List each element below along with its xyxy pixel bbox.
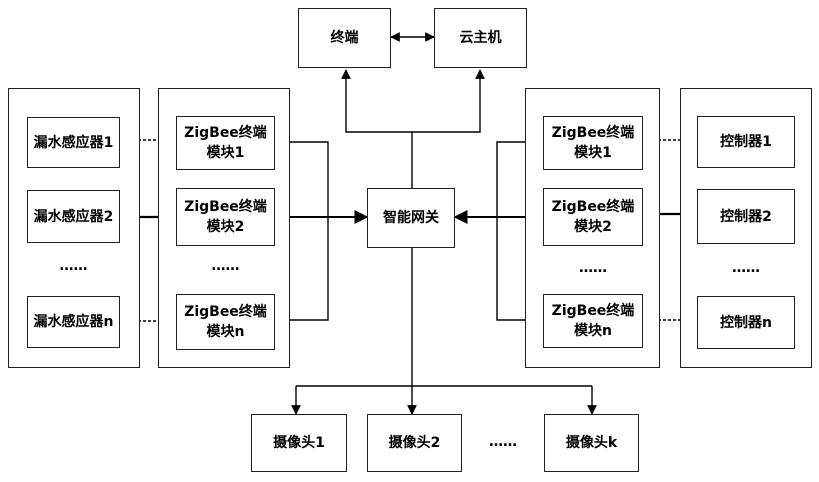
right-module-n-box: ZigBee终端 模块n (543, 294, 643, 348)
camera-1-box: 摄像头1 (251, 414, 347, 472)
right-module-1-line1: ZigBee终端 (551, 125, 635, 141)
controller-1-label: 控制器1 (720, 134, 772, 150)
camera-1-label: 摄像头1 (273, 435, 325, 451)
right-module-2-box: ZigBee终端 模块2 (543, 188, 643, 246)
left-module-2-line2: 模块2 (206, 219, 245, 235)
sensor-ellipsis: …… (59, 258, 88, 274)
sensor-2-label: 漏水感应器2 (33, 208, 114, 225)
left-module-1-line1: ZigBee终端 (184, 125, 267, 141)
left-module-n-line1: ZigBee终端 (184, 304, 267, 320)
left-module-ellipsis: …… (211, 258, 240, 274)
terminal-box: 终端 (298, 8, 391, 68)
camera-k-box: 摄像头k (544, 414, 639, 472)
controller-2-box: 控制器2 (697, 189, 795, 244)
camera-2-box: 摄像头2 (367, 414, 462, 472)
left-module-1-line2: 模块1 (206, 145, 245, 161)
controller-n-box: 控制器n (697, 296, 795, 349)
gateway-up-link (341, 69, 413, 188)
gateway-cloud-link (412, 69, 485, 133)
sensor-n-box: 漏水感应器n (27, 296, 120, 348)
camera-k-label: 摄像头k (565, 435, 618, 451)
left-module-n-line2: 模块n (206, 324, 245, 340)
controller-n-label: 控制器n (720, 314, 772, 331)
left-module-2-box: ZigBee终端 模块2 (176, 188, 275, 246)
right-module-ellipsis: …… (579, 260, 607, 276)
sensor-2-box: 漏水感应器2 (27, 190, 120, 243)
controller-ellipsis: …… (732, 260, 760, 276)
gateway-box: 智能网关 (367, 188, 455, 248)
left-bus-n (277, 217, 329, 325)
right-module-n-line2: 模块n (574, 323, 612, 339)
camera-2-label: 摄像头2 (388, 435, 441, 451)
gateway-label: 智能网关 (383, 210, 439, 226)
controller-2-label: 控制器2 (720, 208, 772, 225)
right-module-1-box: ZigBee终端 模块1 (543, 116, 643, 170)
left-module-1-box: ZigBee终端 模块1 (176, 116, 275, 170)
camera-ellipsis: …… (489, 434, 517, 450)
cloud-host-label: 云主机 (459, 30, 502, 46)
cloud-host-box: 云主机 (434, 8, 527, 68)
left-module-2-line1: ZigBee终端 (184, 199, 267, 215)
left-bus (277, 137, 329, 217)
sensor-1-box: 漏水感应器1 (27, 117, 120, 168)
controller-1-box: 控制器1 (697, 116, 795, 168)
right-module-n-line1: ZigBee终端 (551, 303, 635, 319)
left-module-n-box: ZigBee终端 模块n (176, 294, 275, 350)
right-module-2-line2: 模块2 (574, 219, 612, 235)
right-module-1-line2: 模块1 (574, 145, 612, 161)
sensor-n-label: 漏水感应器n (33, 314, 114, 330)
sensor-1-label: 漏水感应器1 (33, 134, 114, 151)
right-module-2-line1: ZigBee终端 (551, 199, 635, 215)
terminal-label: 终端 (330, 30, 359, 46)
